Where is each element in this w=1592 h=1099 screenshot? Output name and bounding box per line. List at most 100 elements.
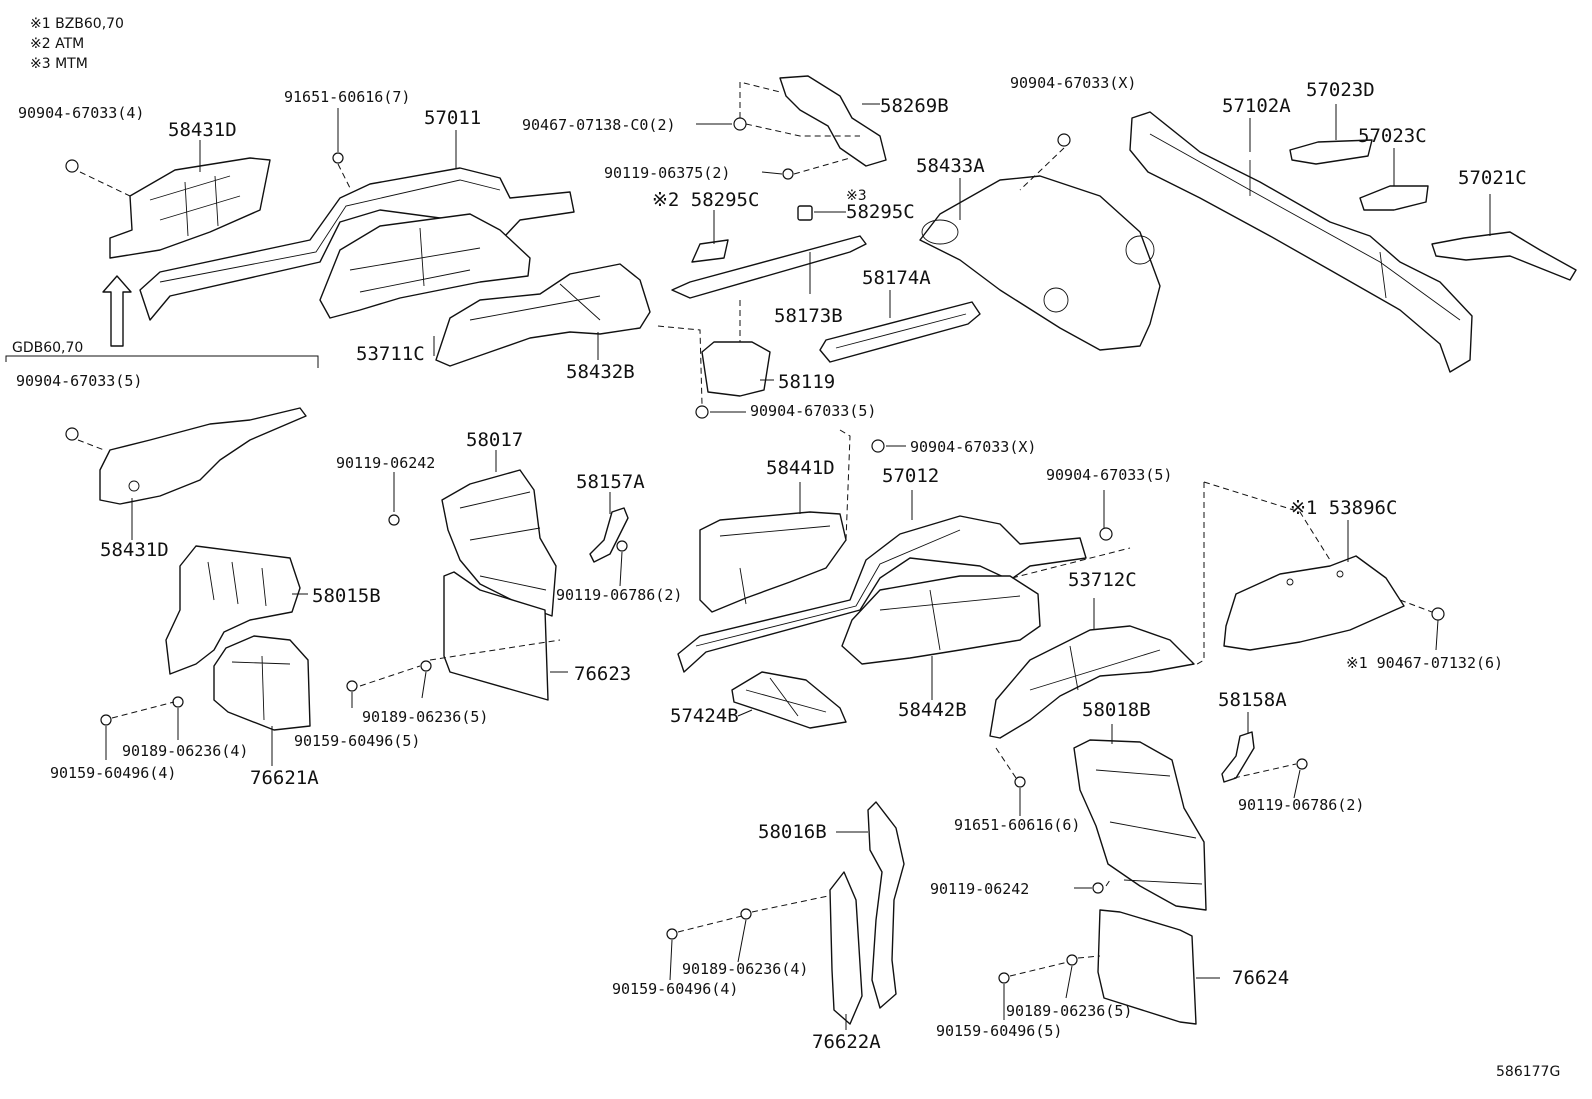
- callout-c27: 58157A: [576, 471, 645, 493]
- callout-c16: 57021C: [1458, 167, 1527, 189]
- part-58432B: [435, 263, 651, 367]
- part-58158A: [1221, 731, 1255, 783]
- part-58295C-mtm: [797, 205, 813, 221]
- callout-c05: 90467-07138-C0(2): [522, 116, 676, 134]
- callouts: 90904-67033(4) 58431D 91651-60616(7) 570…: [16, 74, 1527, 1053]
- bolt-icon: [346, 680, 358, 692]
- clip-icon: [1431, 607, 1445, 621]
- part-76622A: [829, 871, 863, 1025]
- section-label: GDB60,70: [12, 340, 83, 356]
- bolt-icon: [616, 540, 628, 552]
- callout-c37: 58441D: [766, 457, 835, 479]
- callout-c04: 57011: [424, 107, 481, 129]
- part-57102A: [1129, 111, 1473, 373]
- callout-c23: 90904-67033(5): [16, 372, 142, 390]
- callout-c52: 90189-06236(4): [682, 960, 808, 978]
- callout-c56: 76622A: [812, 1031, 881, 1053]
- part-58119: [701, 341, 771, 397]
- callout-c21: 58119: [778, 371, 835, 393]
- model-notes: ※1 BZB60,70 ※2 ATM ※3 MTM: [30, 16, 124, 72]
- callout-c02: 58431D: [168, 119, 237, 141]
- callout-c03: 91651-60616(7): [284, 88, 410, 106]
- part-57021C: [1431, 231, 1577, 281]
- clip-icon: [65, 427, 79, 441]
- part-58015B: [165, 545, 301, 675]
- callout-c34: 90159-60496(4): [50, 764, 176, 782]
- callout-c09: ※3: [846, 188, 867, 204]
- callout-c55: 90159-60496(5): [936, 1022, 1062, 1040]
- callout-c28: 90119-06786(2): [556, 586, 682, 604]
- callout-c48: 91651-60616(6): [954, 816, 1080, 834]
- part-53711C: [319, 213, 531, 319]
- clip-icon: [695, 405, 709, 419]
- callout-c25: 58017: [466, 429, 523, 451]
- note-3: ※3 MTM: [30, 56, 88, 72]
- callout-c14: 57023D: [1306, 79, 1375, 101]
- bolt-icon: [100, 714, 112, 726]
- callout-c42: ※1 90467-07132(6): [1346, 654, 1503, 672]
- part-57023D: [1289, 139, 1373, 165]
- callout-c39: 90904-67033(5): [1046, 466, 1172, 484]
- callout-c24: 58431D: [100, 539, 169, 561]
- callout-c44: 58442B: [898, 699, 967, 721]
- parts: [99, 75, 1577, 1025]
- callout-c43: 57424B: [670, 705, 739, 727]
- callout-c12: 58433A: [916, 155, 985, 177]
- callout-c46: 58158A: [1218, 689, 1287, 711]
- clip-icon: [1099, 527, 1113, 541]
- callout-c49: 58016B: [758, 821, 827, 843]
- bolt-icon: [172, 696, 184, 708]
- gdb-section-bracket: GDB60,70: [5, 340, 319, 368]
- bolt-icon: [1066, 954, 1078, 966]
- part-58017: [441, 469, 557, 617]
- fasteners: [65, 117, 1445, 984]
- callout-c50: 90119-06242: [930, 880, 1029, 898]
- callout-c18: 58173B: [774, 305, 843, 327]
- bolt-icon: [1014, 776, 1026, 788]
- part-58433A: [919, 175, 1161, 351]
- clip-icon: [1057, 133, 1071, 147]
- callout-c01: 90904-67033(4): [18, 104, 144, 122]
- part-58174A: [819, 301, 981, 363]
- callout-c51: 76624: [1232, 967, 1289, 989]
- callout-c41: 53712C: [1068, 569, 1137, 591]
- part-76621A: [213, 635, 311, 731]
- clip-icon: [65, 159, 79, 173]
- clip-icon: [733, 117, 747, 131]
- part-58173B: [671, 235, 867, 299]
- callout-c07: 90119-06375(2): [604, 164, 730, 182]
- callout-c26: 90119-06242: [336, 454, 435, 472]
- leader-lines: [77, 81, 1491, 1030]
- callout-c17: 58174A: [862, 267, 931, 289]
- part-58441D: [699, 511, 847, 613]
- callout-c33: 90189-06236(4): [122, 742, 248, 760]
- callout-c45: 58018B: [1082, 699, 1151, 721]
- note-2: ※2 ATM: [30, 36, 84, 52]
- part-53896C: [1223, 555, 1405, 651]
- bolt-icon: [1296, 758, 1308, 770]
- part-58018B: [1073, 739, 1207, 911]
- part-57012: [677, 515, 1087, 673]
- bolt-icon: [666, 928, 678, 940]
- bolt-icon: [420, 660, 432, 672]
- part-57023C: [1359, 185, 1429, 211]
- part-76624: [1097, 909, 1197, 1025]
- part-58269B: [779, 75, 887, 167]
- callout-c40: ※1 53896C: [1290, 497, 1397, 519]
- part-58016B: [867, 801, 905, 1009]
- bolt-icon: [998, 972, 1010, 984]
- callout-c20: 58432B: [566, 361, 635, 383]
- part-58442B: [841, 575, 1041, 665]
- callout-c08: ※2 58295C: [652, 189, 759, 211]
- callout-c06: 58269B: [880, 95, 949, 117]
- callout-c53: 90159-60496(4): [612, 980, 738, 998]
- part-53712C: [989, 625, 1195, 739]
- clip-icon: [871, 439, 885, 453]
- bolt-icon: [740, 908, 752, 920]
- callout-c31: 90189-06236(5): [362, 708, 488, 726]
- callout-c22: 90904-67033(5): [750, 402, 876, 420]
- part-58157A: [589, 507, 629, 563]
- figure-code: 586177G: [1496, 1064, 1560, 1080]
- direction-arrow-icon: [102, 275, 132, 347]
- note-1: ※1 BZB60,70: [30, 16, 124, 32]
